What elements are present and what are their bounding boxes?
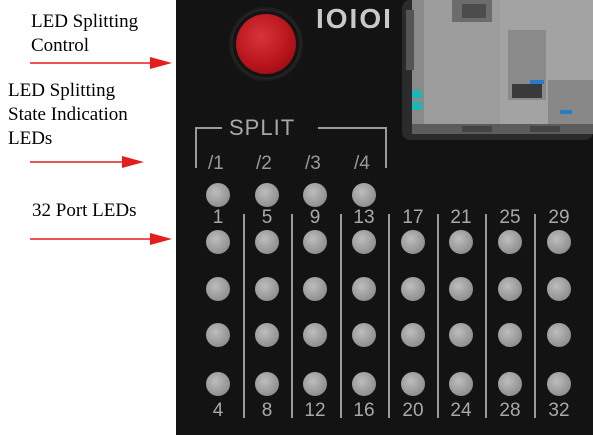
port-led-9 (303, 230, 327, 254)
port-number-top: 1 (212, 207, 224, 228)
port-led-17 (401, 230, 425, 254)
port-led-8 (255, 372, 279, 396)
port-number-top: 21 (450, 207, 472, 228)
port-led-13 (352, 230, 376, 254)
port-led-5 (255, 230, 279, 254)
port-led-15 (352, 323, 376, 347)
port-led-20 (401, 372, 425, 396)
port-number-bottom: 12 (304, 400, 326, 421)
column-divider (437, 214, 439, 418)
port-led-3 (206, 323, 230, 347)
port-number-top: 25 (499, 207, 521, 228)
port-number-top: 13 (353, 207, 375, 228)
split-sublabel-1: /1 (208, 153, 224, 174)
port-led-22 (449, 277, 473, 301)
split-state-led-2 (255, 183, 279, 207)
column-divider (388, 214, 390, 418)
port-number-bottom: 8 (261, 400, 273, 421)
callout-splitting-control: LED Splitting Control (31, 11, 139, 56)
callout-state-indication-leds: LED Splitting State Indication LEDs (8, 80, 128, 149)
port-number-bottom: 16 (353, 400, 375, 421)
port-number-top: 29 (548, 207, 570, 228)
column-divider (243, 214, 245, 418)
port-number-bottom: 24 (450, 400, 472, 421)
port-number-bottom: 20 (402, 400, 424, 421)
split-sublabel-3: /3 (305, 153, 321, 174)
split-state-led-3 (303, 183, 327, 207)
port-number-top: 17 (402, 207, 424, 228)
port-led-28 (498, 372, 522, 396)
port-number-bottom: 28 (499, 400, 521, 421)
column-divider (340, 214, 342, 418)
split-bracket-right (318, 127, 387, 168)
port-number-bottom: 32 (548, 400, 570, 421)
port-led-30 (547, 277, 571, 301)
port-led-11 (303, 323, 327, 347)
led-splitting-control-button[interactable] (236, 14, 296, 74)
port-led-26 (498, 277, 522, 301)
port-led-24 (449, 372, 473, 396)
split-sublabel-4: /4 (354, 153, 370, 174)
port-led-10 (303, 277, 327, 301)
port-number-bottom: 4 (212, 400, 224, 421)
column-divider (534, 214, 536, 418)
split-state-led-4 (352, 183, 376, 207)
port-led-18 (401, 277, 425, 301)
port-led-2 (206, 277, 230, 301)
port-led-7 (255, 323, 279, 347)
split-state-led-1 (206, 183, 230, 207)
port-led-16 (352, 372, 376, 396)
port-led-1 (206, 230, 230, 254)
port-led-4 (206, 372, 230, 396)
split-bracket-left (195, 127, 222, 168)
port-led-14 (352, 277, 376, 301)
split-label: SPLIT (229, 115, 296, 140)
column-divider (291, 214, 293, 418)
port-led-25 (498, 230, 522, 254)
port-led-29 (547, 230, 571, 254)
port-led-6 (255, 277, 279, 301)
port-led-23 (449, 323, 473, 347)
port-led-27 (498, 323, 522, 347)
port-number-top: 9 (309, 207, 321, 228)
arrows (30, 57, 172, 245)
port-led-12 (303, 372, 327, 396)
callout-port-leds: 32 Port LEDs (32, 200, 137, 221)
io-logo: IOIOI (316, 3, 393, 34)
column-divider (485, 214, 487, 418)
port-led-32 (547, 372, 571, 396)
port-led-31 (547, 323, 571, 347)
port-number-top: 5 (261, 207, 273, 228)
port-led-21 (449, 230, 473, 254)
split-sublabel-2: /2 (256, 153, 272, 174)
port-led-19 (401, 323, 425, 347)
